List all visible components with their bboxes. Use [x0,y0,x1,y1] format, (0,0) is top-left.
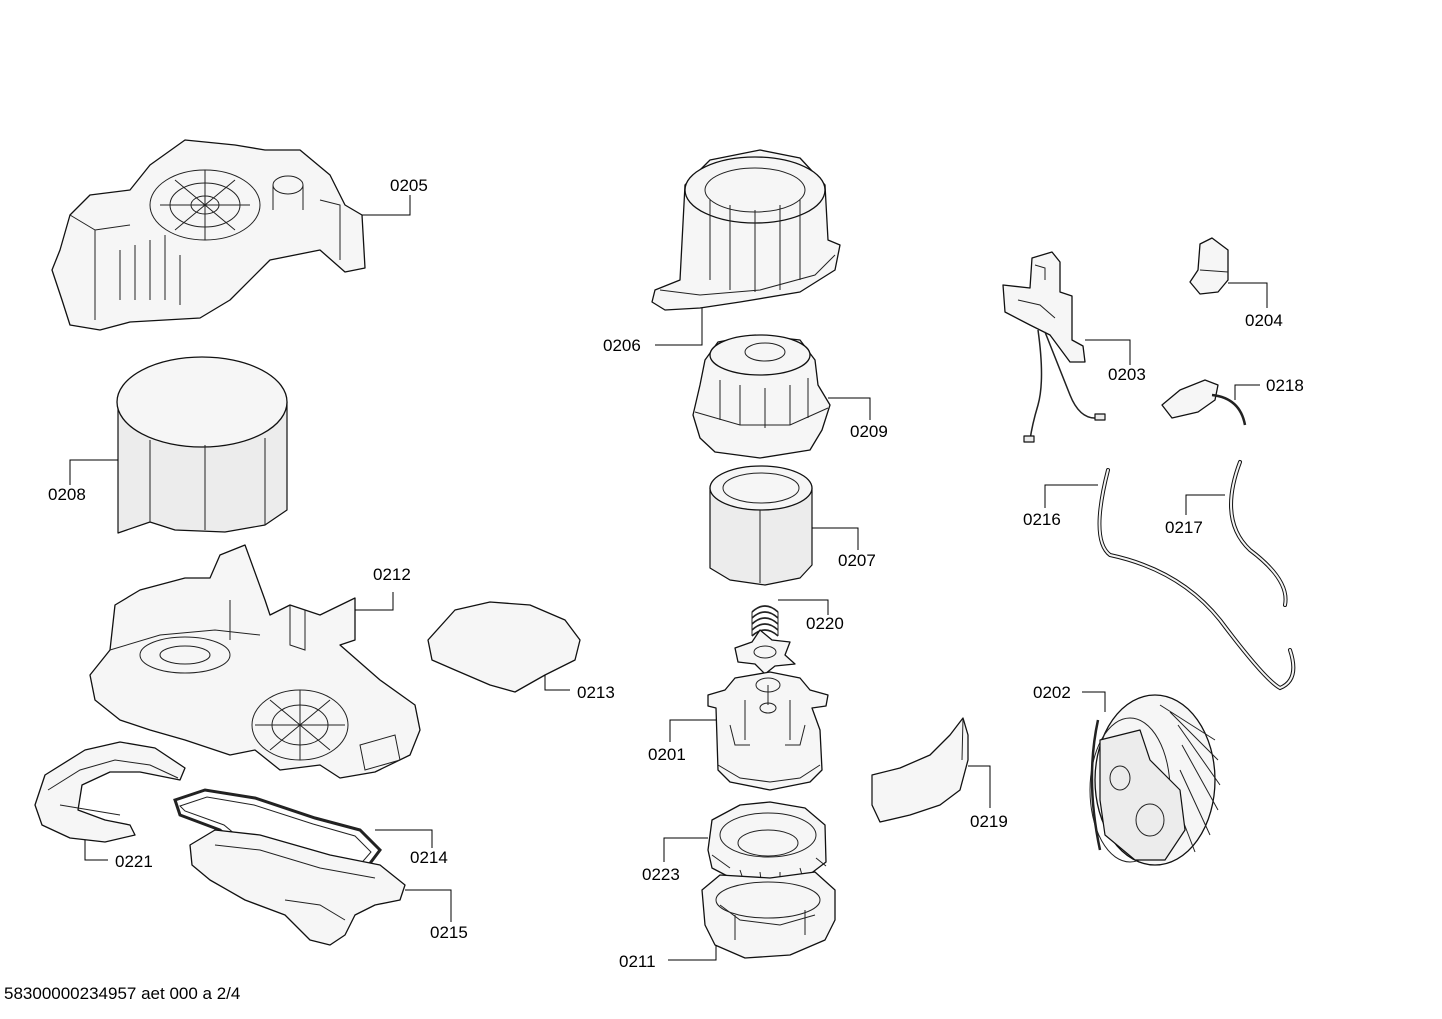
part-0206-motor-cover[interactable] [651,149,841,311]
label-0218: 0218 [1266,376,1304,395]
part-0205-upper-housing[interactable] [51,139,366,331]
callout-0208: 0208 [48,459,118,504]
callout-0209: 0209 [828,397,888,441]
label-0208: 0208 [48,485,86,504]
label-0220: 0220 [806,614,844,633]
label-0211: 0211 [619,952,656,971]
part-0220-spring[interactable] [751,605,779,637]
label-0204: 0204 [1245,311,1283,330]
callout-0201: 0201 [648,719,716,764]
label-0217: 0217 [1165,518,1203,537]
part-0215-bottom-plate[interactable] [189,829,406,946]
part-0218-sensor[interactable] [1161,379,1247,426]
drawing-number: 58300000234957 aet 000 a 2/4 [4,984,240,1003]
part-0211-base-cup[interactable] [701,871,836,959]
callout-0204: 0204 [1228,282,1283,330]
part-star-washer[interactable] [734,629,796,675]
callout-0202: 0202 [1033,683,1106,712]
callout-0217: 0217 [1165,494,1225,537]
callout-0220: 0220 [778,599,844,633]
callout-0214: 0214 [375,829,448,867]
part-0221-seal-plate[interactable] [34,741,186,843]
label-0223: 0223 [642,865,680,884]
label-0219: 0219 [970,812,1008,831]
label-0201: 0201 [648,745,686,764]
part-0204-connector[interactable] [1189,237,1229,295]
part-0201-motor[interactable] [707,671,829,791]
label-0216: 0216 [1023,510,1061,529]
callout-0203: 0203 [1085,339,1146,384]
label-0205: 0205 [390,176,428,195]
label-0207: 0207 [838,551,876,570]
part-0213-flat-pad[interactable] [427,601,581,693]
callout-0223: 0223 [642,837,708,884]
part-0208-filter[interactable] [116,356,288,534]
label-0215: 0215 [430,923,468,942]
label-0206: 0206 [603,336,641,355]
callout-0219: 0219 [968,765,1008,831]
callout-0213: 0213 [544,675,615,702]
part-0202-cord-reel[interactable] [1089,694,1221,866]
callout-0211: 0211 [619,945,717,971]
callout-0206: 0206 [603,308,703,355]
callout-0212: 0212 [355,565,411,611]
label-0209: 0209 [850,422,888,441]
part-0207-filter-ring[interactable] [709,465,813,586]
callout-0215: 0215 [405,889,468,942]
part-0219-curved-pad[interactable] [871,717,969,823]
label-0203: 0203 [1108,365,1146,384]
part-0203-circuit-board[interactable] [1002,251,1106,443]
part-0209-fan-housing[interactable] [692,334,831,459]
label-0221: 0221 [115,852,153,871]
part-0216-hose[interactable] [1097,468,1296,691]
callout-0207: 0207 [812,527,876,570]
callout-0218: 0218 [1234,376,1304,400]
part-0223-mounting-ring[interactable] [707,801,827,889]
part-0212-base-housing[interactable] [89,544,421,779]
label-0212: 0212 [373,565,411,584]
part-0217-hose[interactable] [1229,460,1288,607]
label-0202: 0202 [1033,683,1071,702]
callout-0221: 0221 [84,840,153,871]
label-0214: 0214 [410,848,448,867]
label-0213: 0213 [577,683,615,702]
callout-0205: 0205 [362,176,428,216]
callout-0216: 0216 [1023,484,1098,529]
